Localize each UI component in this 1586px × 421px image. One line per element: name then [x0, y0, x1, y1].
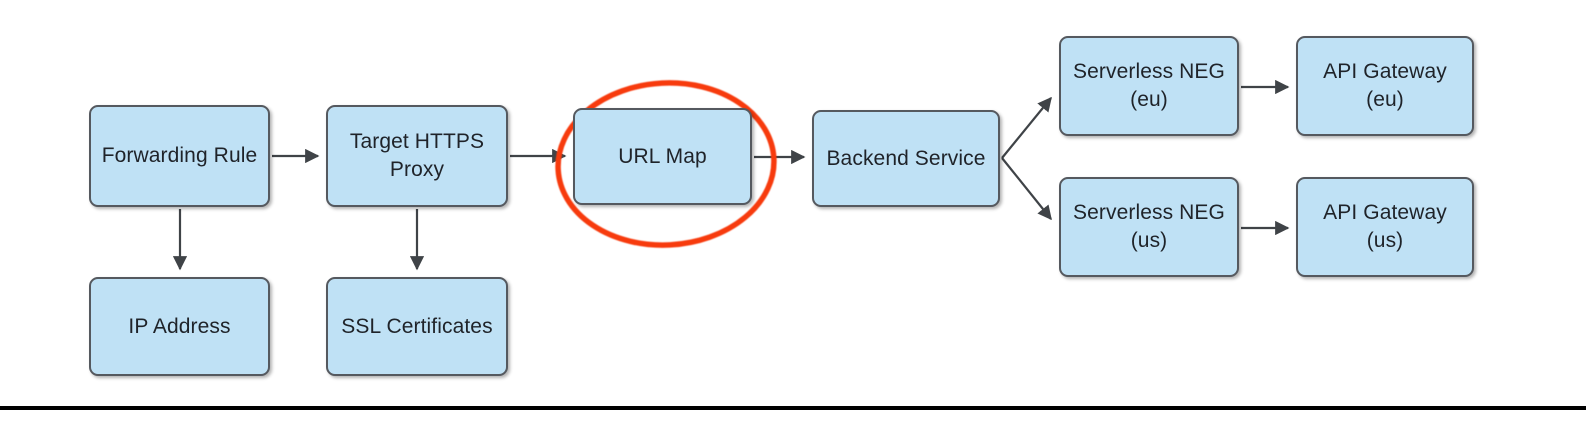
node-ip-address[interactable]: IP Address	[89, 277, 270, 376]
node-label: SSL Certificates	[341, 314, 493, 338]
node-api-gateway-eu[interactable]: API Gateway (eu)	[1296, 36, 1474, 136]
node-forwarding-rule[interactable]: Forwarding Rule	[89, 105, 270, 207]
node-target-https-proxy[interactable]: Target HTTPS Proxy	[326, 105, 508, 207]
node-label: Forwarding Rule	[101, 144, 258, 168]
node-label: IP Address	[128, 314, 231, 338]
url-map-highlight-annotation	[555, 80, 777, 248]
node-label: Backend Service	[826, 146, 986, 170]
node-backend-service[interactable]: Backend Service	[812, 110, 1000, 207]
node-ssl-certificates[interactable]: SSL Certificates	[326, 277, 508, 376]
node-serverless-neg-eu[interactable]: Serverless NEG (eu)	[1059, 36, 1239, 136]
node-label: Serverless NEG (us)	[1073, 201, 1225, 252]
node-label: API Gateway (us)	[1323, 201, 1447, 252]
node-url-map[interactable]: URL Map	[573, 108, 752, 205]
node-label: Target HTTPS Proxy	[349, 130, 485, 181]
node-label: API Gateway (eu)	[1323, 60, 1447, 111]
node-label: Serverless NEG (eu)	[1073, 60, 1225, 111]
node-label: URL Map	[618, 144, 707, 168]
node-api-gateway-us[interactable]: API Gateway (us)	[1296, 177, 1474, 277]
edge-backend-to-neg-us	[1001, 157, 1052, 221]
edge-backend-to-neg-eu	[1001, 96, 1052, 159]
bottom-divider-rule	[0, 406, 1586, 410]
node-serverless-neg-us[interactable]: Serverless NEG (us)	[1059, 177, 1239, 277]
